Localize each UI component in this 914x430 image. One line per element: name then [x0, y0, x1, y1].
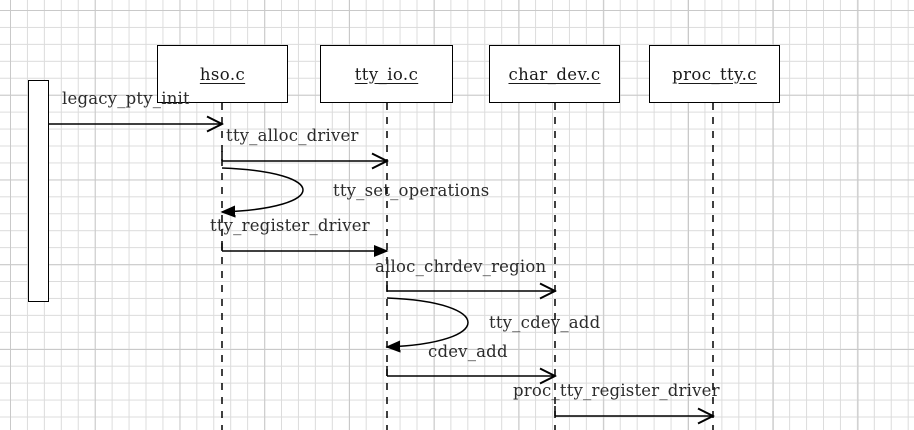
- message-label-m7: cdev_add: [428, 342, 508, 361]
- participant-label-hso: hso.c: [199, 64, 246, 84]
- message-arrow-m4[interactable]: [221, 241, 387, 251]
- message-arrow-m2[interactable]: [221, 151, 387, 161]
- message-label-m3: tty_set_operations: [333, 181, 490, 200]
- message-arrow-m8[interactable]: [554, 406, 713, 416]
- message-label-m5: alloc_chrdev_region: [375, 257, 547, 276]
- message-label-m4: tty_register_driver: [210, 216, 370, 235]
- self-message-arrow-m3[interactable]: [222, 167, 304, 212]
- message-label-m6: tty_cdev_add: [489, 313, 601, 332]
- message-label-m1: legacy_pty_init: [62, 89, 190, 108]
- self-message-arrow-m6[interactable]: [387, 297, 469, 347]
- participant-box-char_dev[interactable]: char_dev.c: [489, 45, 620, 103]
- message-label-m8: proc_tty_register_driver: [513, 381, 720, 400]
- participant-label-proc_tty: proc_tty.c: [672, 64, 757, 84]
- participant-box-tty_io[interactable]: tty_io.c: [320, 45, 453, 103]
- caller-activation-bar: [28, 80, 49, 302]
- participant-box-proc_tty[interactable]: proc_tty.c: [649, 45, 780, 103]
- participant-label-char_dev: char_dev.c: [508, 64, 601, 84]
- participant-box-hso[interactable]: hso.c: [157, 45, 288, 103]
- message-arrow-m7[interactable]: [386, 366, 555, 376]
- message-arrow-m5[interactable]: [386, 281, 555, 291]
- message-arrow-m1[interactable]: [47, 114, 222, 124]
- participant-label-tty_io: tty_io.c: [354, 64, 419, 84]
- message-label-m2: tty_alloc_driver: [226, 126, 359, 145]
